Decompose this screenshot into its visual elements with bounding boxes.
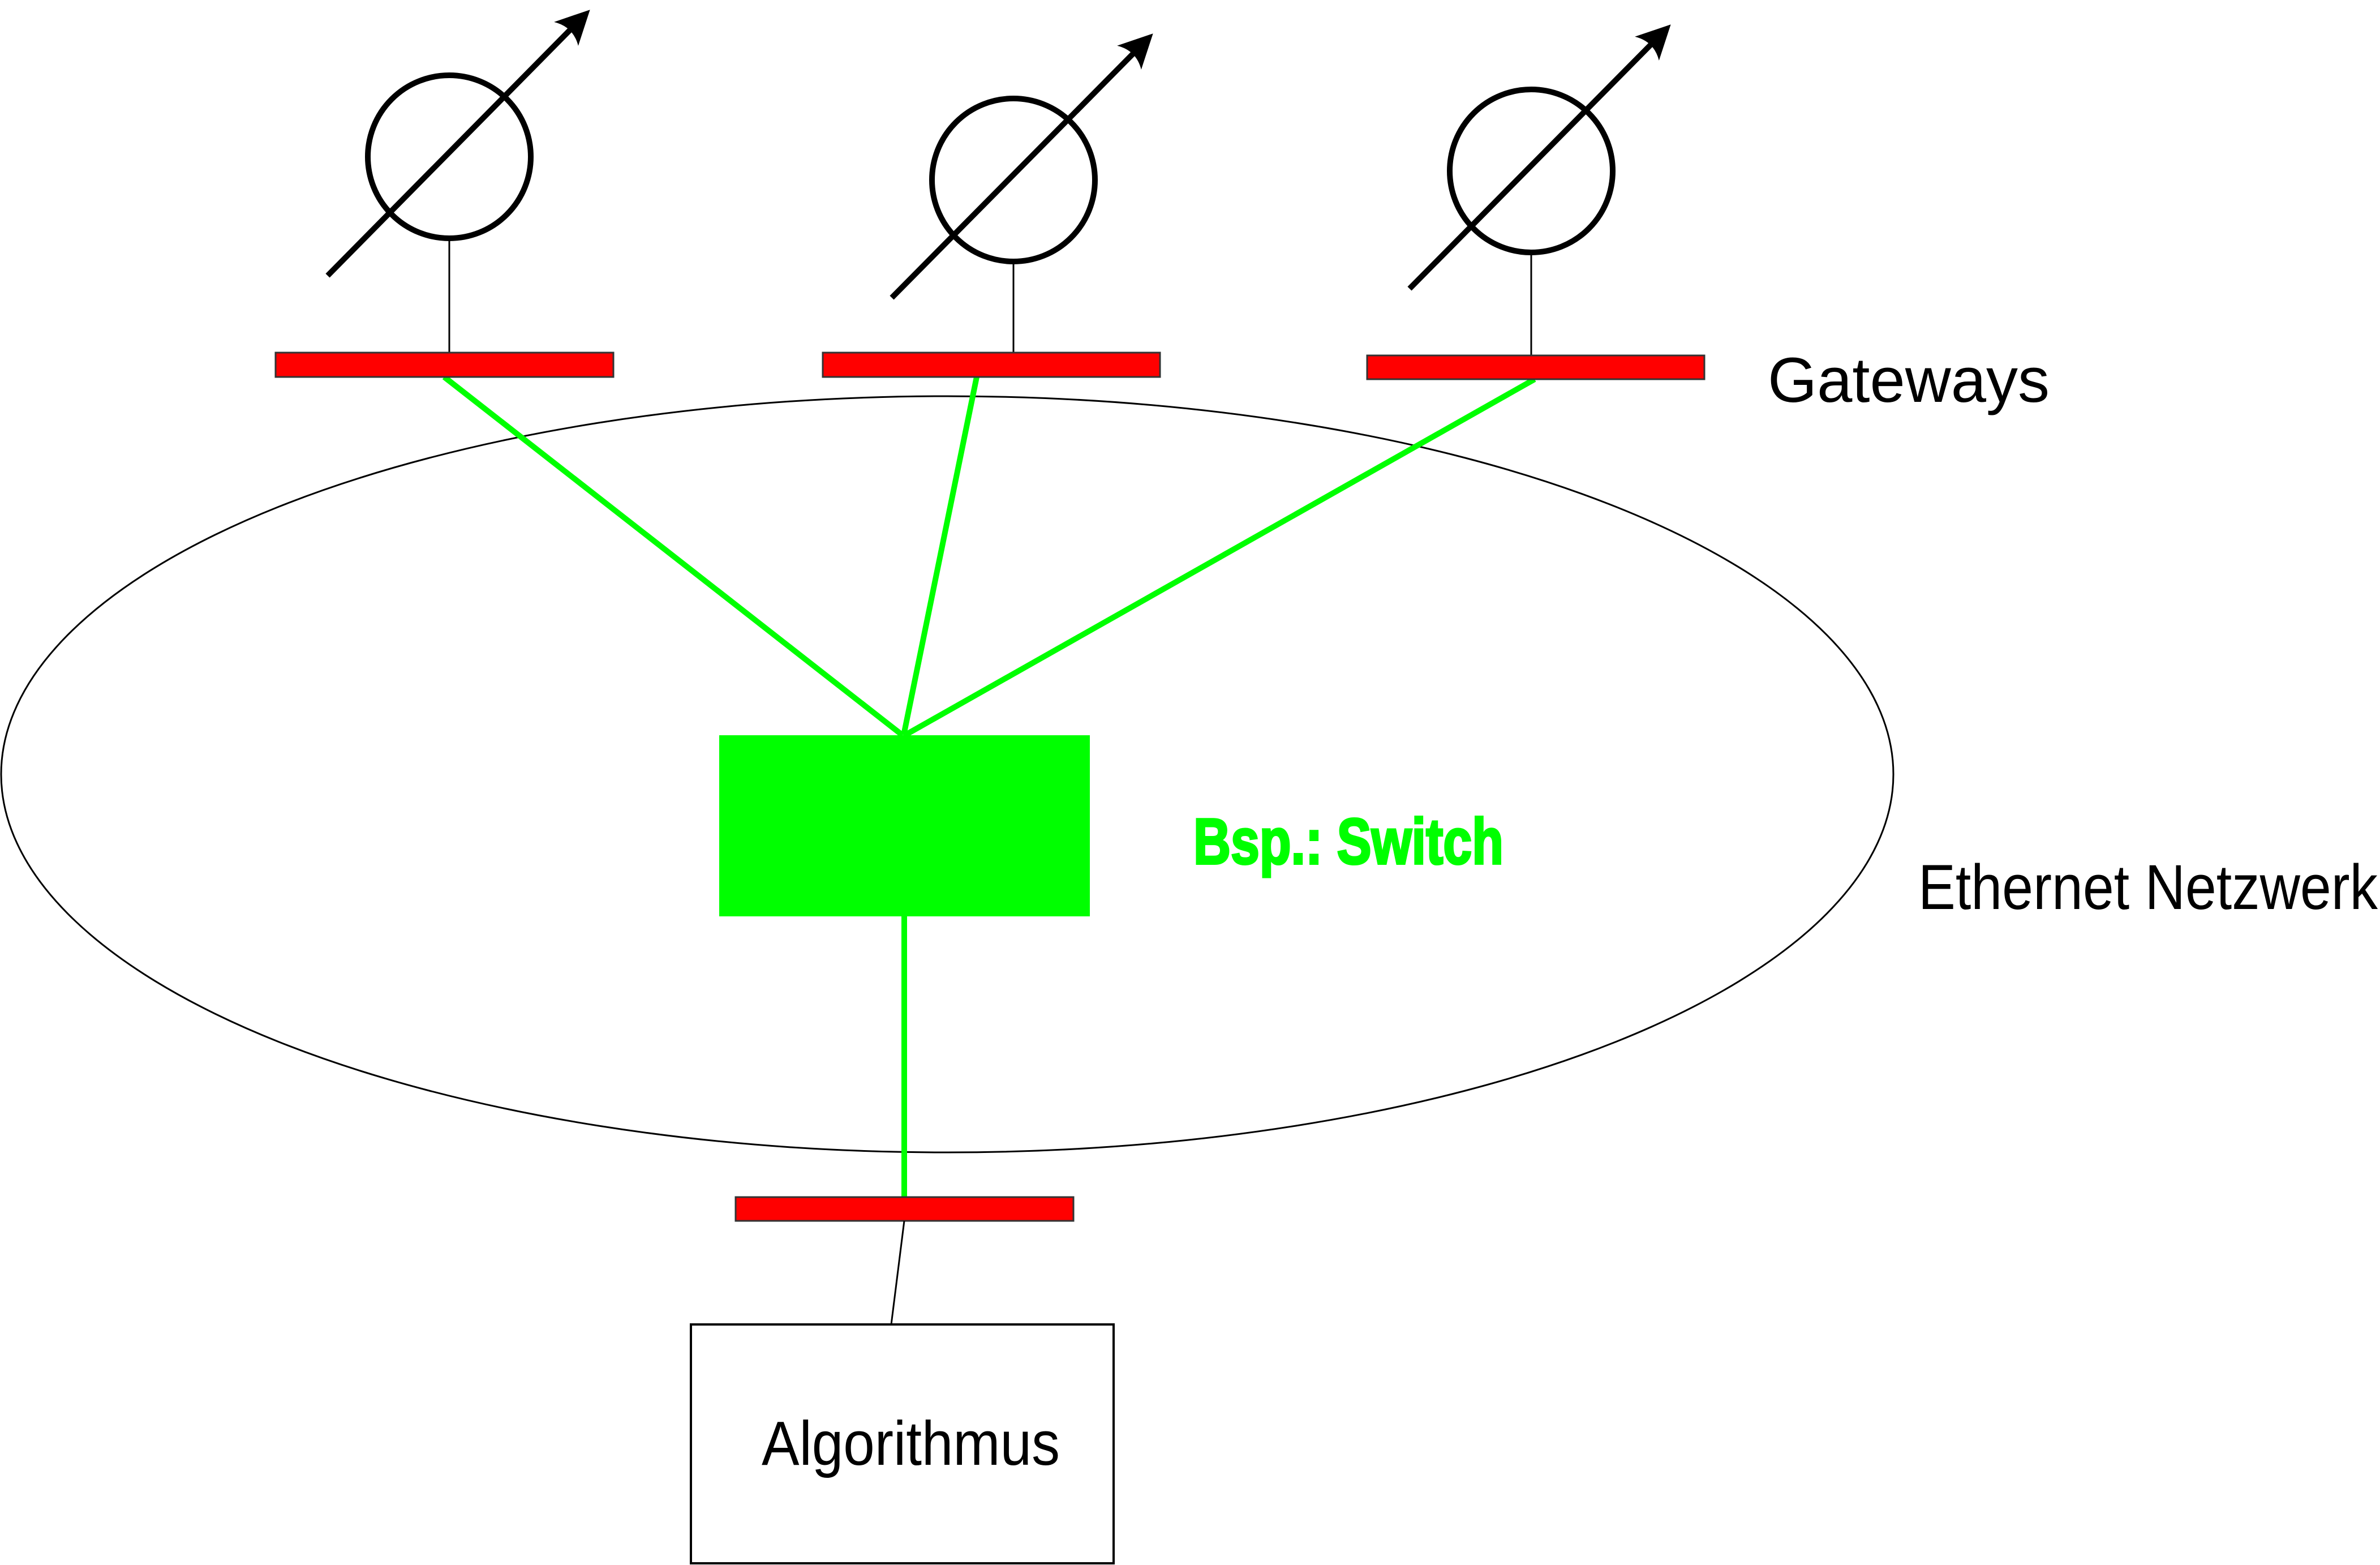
algorithm-box[interactable] [690,1323,1115,1564]
switch-box[interactable] [719,735,1090,916]
ethernet-network-label: Ethernet Netzwerk [1918,852,2378,923]
gateway-1-bar[interactable] [274,351,615,378]
gateways-label: Gateways [1768,345,2050,415]
link-gateway-algorithm-box [890,1220,905,1325]
switch-label: Bsp.: Switch [1193,806,1503,878]
gateway-2-bar[interactable] [822,351,1161,378]
gateway-algorithm-bar[interactable] [734,1196,1075,1222]
link-gateway-1-switch [442,375,905,738]
ethernet-network-ellipse [0,395,1894,1154]
sensor-2-icon [890,33,1153,300]
link-gateway-2-switch [901,376,980,736]
gateway-3-bar[interactable] [1366,354,1705,380]
link-gateway-3-switch [903,376,1536,738]
algorithm-label: Algorithmus [762,1409,1060,1478]
sensor-1-icon [325,10,590,278]
sensor-3-icon [1407,24,1671,291]
